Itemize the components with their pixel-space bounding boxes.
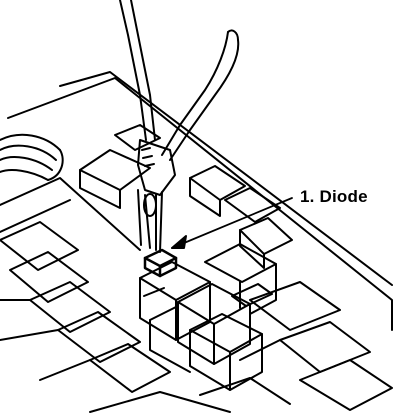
tool-handle — [0, 133, 64, 181]
pliers — [119, 0, 240, 253]
diode — [143, 248, 178, 278]
relay-cubes — [139, 243, 277, 391]
callout-arrow — [171, 197, 293, 249]
rear-sockets — [79, 124, 293, 269]
diode-callout-label: 1. Diode — [300, 187, 368, 206]
